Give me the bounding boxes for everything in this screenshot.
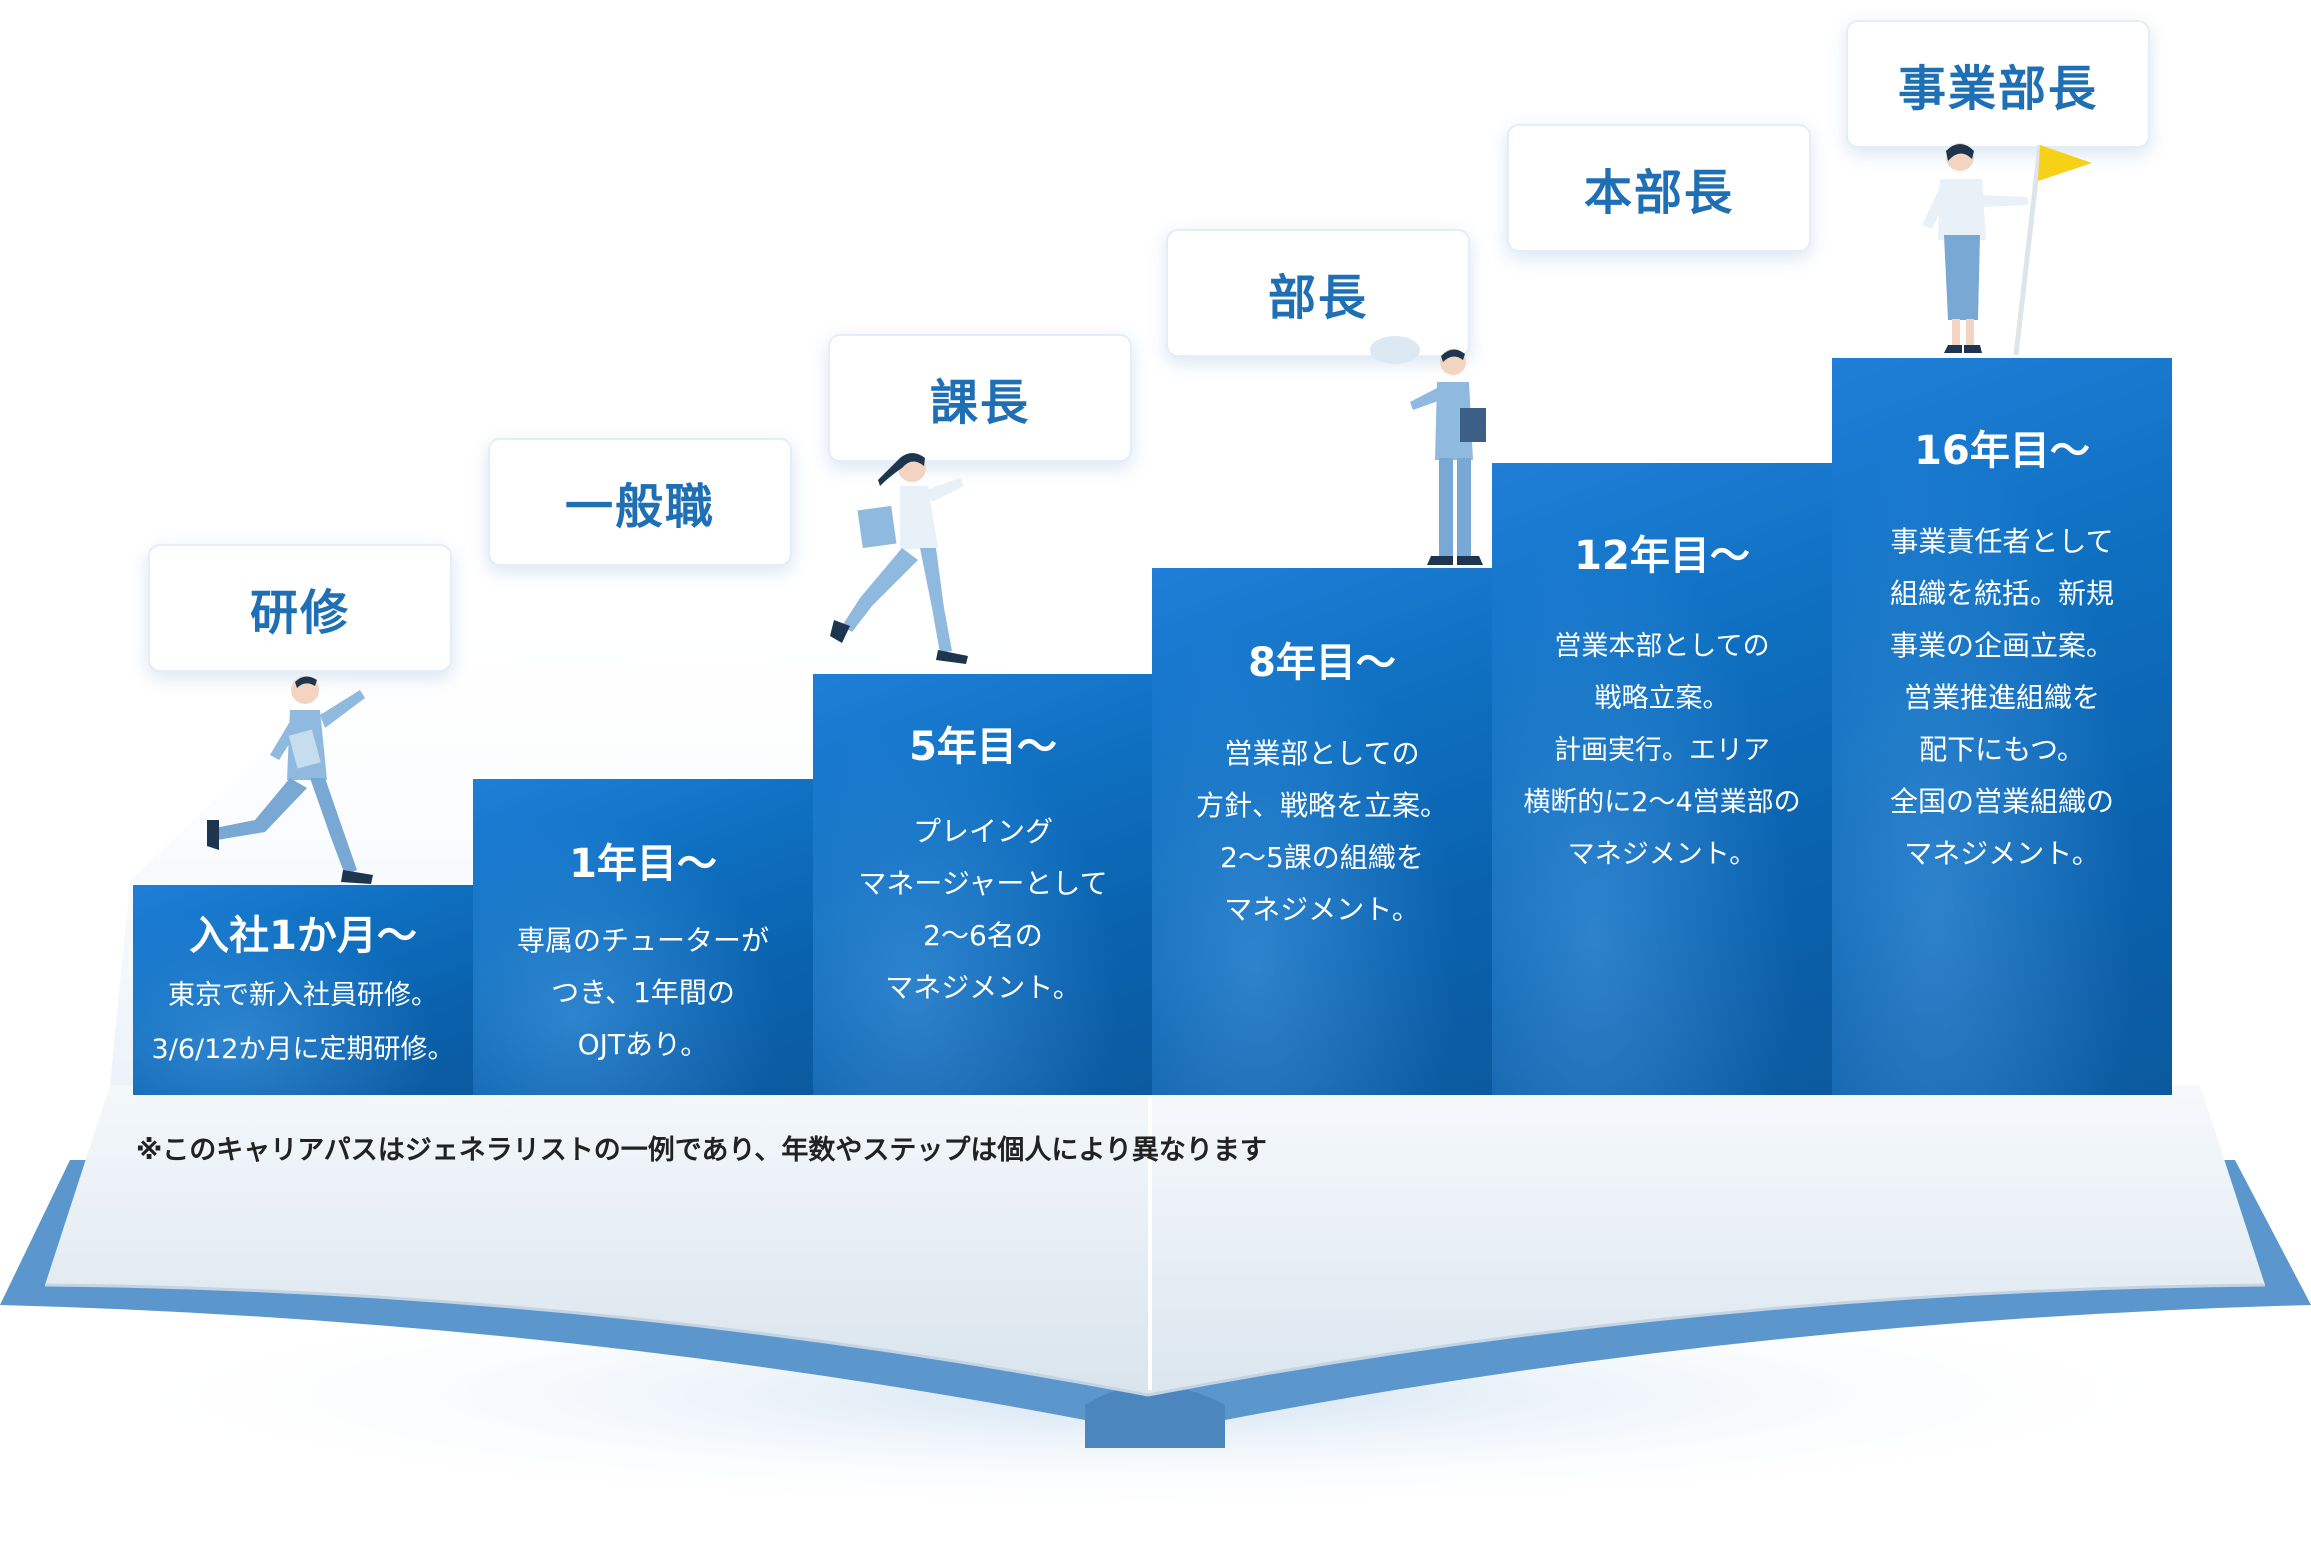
desc-line: マネジメント。 [1224, 893, 1420, 926]
desc-line: 営業本部としての [1554, 631, 1770, 662]
desc-line: 営業部としての [1224, 737, 1420, 770]
step-year: 入社1か月〜 [189, 913, 417, 959]
step-year: 5年目〜 [909, 724, 1057, 770]
desc-line: 組織を統括。新規 [1889, 577, 2114, 610]
desc-line: 事業の企画立案。 [1889, 629, 2114, 662]
step-year: 8年目〜 [1248, 640, 1396, 686]
role-label-division-head: 本部長 [1507, 124, 1811, 252]
role-label-training: 研修 [148, 544, 452, 672]
desc-line: 3/6/12か月に定期研修。 [151, 1034, 455, 1065]
running-man-icon [207, 676, 373, 884]
step-description: 営業本部としての 戦略立案。 計画実行。エリア 横断的に2〜4営業部の マネジメ… [1492, 621, 1832, 881]
desc-line: OJTあり。 [577, 1028, 709, 1061]
desc-line: プレイング [912, 815, 1053, 848]
step-3: 5年目〜 プレイング マネージャーとして 2〜6名の マネジメント。 [813, 674, 1153, 1095]
desc-line: 方針、戦略を立案。 [1195, 789, 1448, 822]
desc-line: マネージャーとして [858, 867, 1108, 900]
desc-line: 戦略立案。 [1594, 683, 1730, 714]
desc-line: 2〜6名の [923, 919, 1043, 952]
woman-with-flag-icon [1922, 143, 2092, 356]
step-5: 12年目〜 営業本部としての 戦略立案。 計画実行。エリア 横断的に2〜4営業部… [1492, 463, 1832, 1095]
step-year: 12年目〜 [1574, 533, 1750, 579]
desc-line: 全国の営業組織の [1889, 785, 2114, 818]
desc-line: マネジメント。 [1567, 839, 1757, 870]
role-label-department-head: 部長 [1166, 229, 1470, 357]
desc-line: マネジメント。 [1904, 837, 2100, 870]
desc-line: 配下にもつ。 [1919, 733, 2085, 766]
role-label-text: 研修 [249, 585, 350, 641]
running-woman-icon [830, 453, 968, 664]
step-year: 1年目〜 [569, 841, 717, 887]
desc-line: 東京で新入社員研修。 [168, 980, 438, 1011]
role-label-text: 一般職 [564, 479, 715, 535]
step-year: 16年目〜 [1914, 428, 2090, 474]
step-1: 入社1か月〜 東京で新入社員研修。 3/6/12か月に定期研修。 [133, 885, 473, 1095]
desc-line: マネジメント。 [885, 971, 1081, 1004]
speaking-man-icon [1370, 336, 1486, 565]
desc-line: 計画実行。エリア [1554, 735, 1770, 766]
role-label-text: 課長 [929, 375, 1030, 431]
step-description: 専属のチューターが つき、1年間の OJTあり。 [473, 915, 813, 1071]
role-label-general: 一般職 [488, 438, 792, 566]
footnote: ※このキャリアパスはジェネラリストの一例であり、年数やステップは個人により異なり… [136, 1135, 1267, 1166]
role-label-section-chief: 課長 [828, 334, 1132, 462]
desc-line: 専属のチューターが [516, 924, 769, 957]
step-description: 東京で新入社員研修。 3/6/12か月に定期研修。 [133, 969, 473, 1077]
role-label-text: 部長 [1267, 270, 1368, 326]
step-2: 1年目〜 専属のチューターが つき、1年間の OJTあり。 [473, 779, 813, 1095]
desc-line: 2〜5課の組織を [1220, 841, 1424, 874]
desc-line: 事業責任者として [1890, 525, 2114, 558]
desc-line: つき、1年間の [551, 976, 735, 1009]
step-description: プレイング マネージャーとして 2〜6名の マネジメント。 [813, 806, 1153, 1014]
role-label-text: 本部長 [1583, 165, 1734, 221]
step-description: 営業部としての 方針、戦略を立案。 2〜5課の組織を マネジメント。 [1152, 728, 1492, 936]
role-label-business-head: 事業部長 [1846, 20, 2150, 148]
step-description: 事業責任者として 組織を統括。新規 事業の企画立案。 営業推進組織を 配下にもつ… [1832, 516, 2172, 880]
step-6: 16年目〜 事業責任者として 組織を統括。新規 事業の企画立案。 営業推進組織を… [1832, 358, 2172, 1095]
role-label-text: 事業部長 [1897, 61, 2098, 117]
desc-line: 横断的に2〜4営業部の [1523, 787, 1801, 818]
step-4: 8年目〜 営業部としての 方針、戦略を立案。 2〜5課の組織を マネジメント。 [1152, 568, 1492, 1095]
desc-line: 営業推進組織を [1903, 681, 2100, 714]
